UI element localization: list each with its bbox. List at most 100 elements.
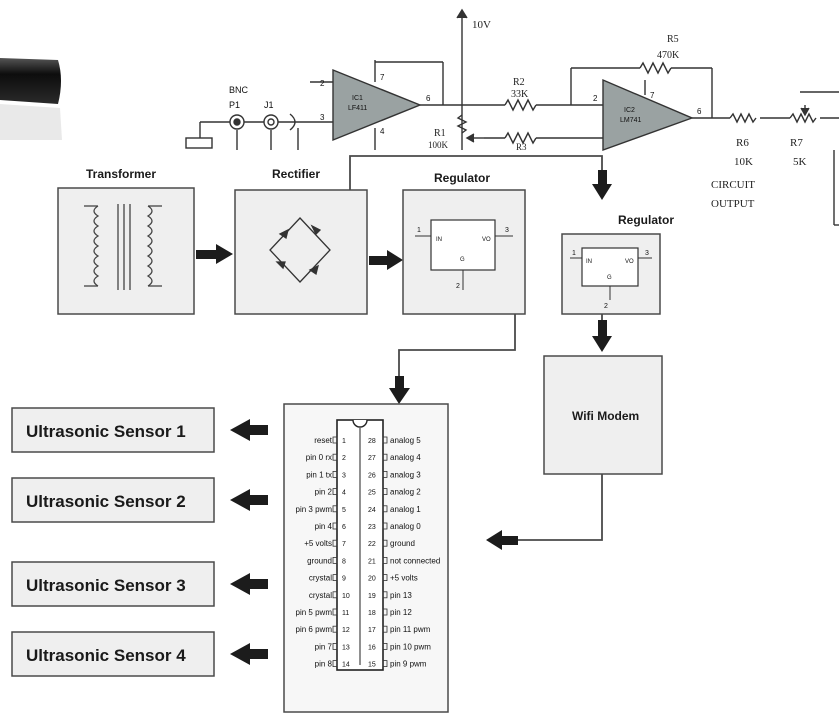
chip-right-pin-label: analog 4: [390, 453, 421, 462]
bnc-label: BNC: [229, 85, 249, 95]
chip-left-pin-label: pin 5 pwm: [296, 608, 333, 617]
chip-left-pin-label: pin 4: [315, 522, 333, 531]
ic1-pin4: 4: [380, 127, 385, 136]
rectifier-block: Rectifier: [235, 167, 367, 314]
arrow-regulator-mcu: [389, 376, 410, 404]
chip-right-pin-label: analog 0: [390, 522, 421, 531]
ic2-pin6: 6: [697, 107, 702, 116]
chip-left-pin-number: 14: [342, 662, 350, 669]
chip-left-pin-number: 6: [342, 524, 346, 531]
arrow-wifi-mcu: [486, 530, 518, 550]
ultrasonic-sensor-label: Ultrasonic Sensor 3: [26, 576, 186, 595]
chip-right-pin-label: analog 1: [390, 505, 421, 514]
regulator-2-block: Regulator 1 3 2 IN VO G: [562, 213, 674, 314]
chip-right-pin-number: 20: [368, 576, 376, 583]
chip-right-pin-label: ground: [390, 539, 415, 548]
chip-left-pin-label: ground: [307, 556, 332, 565]
svg-text:1: 1: [417, 227, 421, 234]
chip-left-pin-number: 4: [342, 490, 346, 497]
arrow-rectifier-regulator: [369, 250, 403, 270]
regulator-2-title: Regulator: [618, 213, 674, 227]
svg-text:VO: VO: [625, 259, 634, 265]
r5-label: R5: [667, 34, 679, 45]
circuit-output-label-1: CIRCUIT: [711, 179, 755, 191]
chip-right-pin-number: 25: [368, 490, 376, 497]
svg-text:VO: VO: [482, 237, 491, 243]
chip-right-pin-number: 24: [368, 507, 376, 514]
chip-left-pin-number: 5: [342, 507, 346, 514]
ultrasonic-sensor-label: Ultrasonic Sensor 4: [26, 646, 186, 665]
chip-right-pin-label: analog 5: [390, 436, 421, 445]
chip-right-pin-label: analog 3: [390, 470, 421, 479]
chip-left-pin-label: pin 1 tx: [306, 470, 332, 479]
chip-right-pin-label: not connected: [390, 556, 440, 565]
chip-left-pin-number: 13: [342, 644, 350, 651]
chip-right-pin-number: 22: [368, 541, 376, 548]
ultrasonic-sensor-2: Ultrasonic Sensor 2: [12, 478, 268, 522]
probe-cable-image: [0, 58, 62, 140]
circuit-labels: 10V BNC P1 J1 2 3 7 4 6 IC1 LF411 R2 33K…: [229, 19, 807, 210]
arrow-transformer-rectifier: [196, 244, 233, 264]
r2-value: 33K: [511, 89, 529, 100]
regulator-1-title: Regulator: [434, 171, 490, 185]
r7-label: R7: [790, 137, 803, 149]
wifi-modem-label: Wifi Modem: [572, 409, 639, 423]
chip-right-pin-label: analog 2: [390, 488, 421, 497]
chip-right-pin-label: pin 11 pwm: [390, 625, 431, 634]
r1-label: R1: [434, 128, 446, 139]
svg-text:G: G: [607, 275, 612, 281]
ultrasonic-sensor-4: Ultrasonic Sensor 4: [12, 632, 268, 676]
svg-text:IN: IN: [586, 259, 592, 265]
chip-left-pin-label: pin 7: [315, 642, 333, 651]
chip-left-pin-label: crystal: [309, 574, 332, 583]
chip-left-pin-label: reset: [314, 436, 333, 445]
ic1-ref: IC1: [352, 95, 363, 102]
ic1-pin2: 2: [320, 79, 325, 88]
ultrasonic-sensor-label: Ultrasonic Sensor 1: [26, 422, 186, 441]
chip-left-pin-number: 1: [342, 438, 346, 445]
chip-right-pin-number: 28: [368, 438, 376, 445]
regulator-1-block: Regulator 1 3 2 IN VO G: [403, 171, 525, 314]
chip-left-pin-number: 10: [342, 593, 350, 600]
chip-left-pin-number: 12: [342, 627, 350, 634]
chip-left-pin-number: 7: [342, 541, 346, 548]
chip-right-pin-number: 19: [368, 593, 376, 600]
chip-right-pin-number: 15: [368, 662, 376, 669]
ic1-pin6: 6: [426, 94, 431, 103]
chip-left-pin-label: pin 6 pwm: [296, 625, 333, 634]
chip-left-pin-label: +5 volts: [304, 539, 332, 548]
chip-left-pin-label: pin 8: [315, 660, 333, 669]
chip-left-pin-number: 11: [342, 610, 349, 617]
wifi-modem-block: Wifi Modem: [544, 356, 662, 474]
svg-text:G: G: [460, 257, 465, 263]
svg-text:IN: IN: [436, 237, 442, 243]
arrow-to-sensor-head: [230, 573, 250, 595]
r1-value: 100K: [428, 140, 449, 150]
chip-left-pin-label: pin 3 pwm: [296, 505, 333, 514]
ultrasonic-sensor-3: Ultrasonic Sensor 3: [12, 562, 268, 606]
ic2-opamp: [603, 80, 692, 150]
r2-label: R2: [513, 77, 525, 88]
chip-left-pin-label: crystal: [309, 591, 332, 600]
chip-right-pin-number: 21: [368, 558, 376, 565]
ic2-ref: IC2: [624, 107, 635, 114]
supply-voltage-label: 10V: [472, 19, 491, 31]
svg-text:2: 2: [456, 283, 460, 290]
transformer-block: Transformer: [58, 167, 194, 314]
ic2-pin7: 7: [650, 91, 655, 100]
chip-right-pin-label: +5 volts: [390, 574, 418, 583]
r7-value: 5K: [793, 156, 807, 168]
ic2-pin2: 2: [593, 94, 598, 103]
r6-label: R6: [736, 137, 749, 149]
p1-label: P1: [229, 100, 240, 110]
ultrasonic-sensor-1: Ultrasonic Sensor 1: [12, 408, 268, 452]
chip-right-pin-number: 27: [368, 455, 376, 462]
chip-right-pin-label: pin 12: [390, 608, 412, 617]
chip-right-pin-number: 16: [368, 644, 376, 651]
transformer-title: Transformer: [86, 167, 156, 181]
ultrasonic-sensor-label: Ultrasonic Sensor 2: [26, 492, 186, 511]
chip-left-pin-label: pin 2: [315, 488, 333, 497]
chip-left-pin-number: 2: [342, 455, 346, 462]
sensor-list: Ultrasonic Sensor 1 Ultrasonic Sensor 2 Ul…: [12, 408, 268, 676]
